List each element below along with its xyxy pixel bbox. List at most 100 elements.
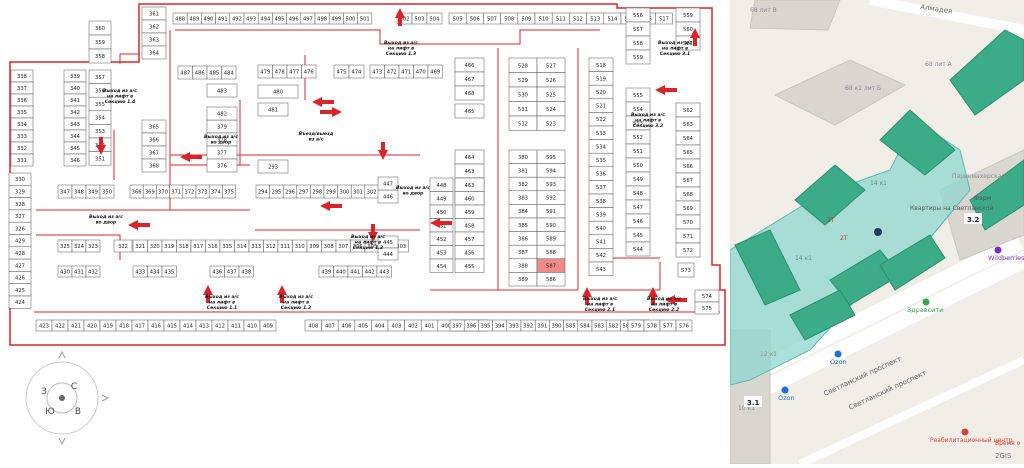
parking-spot[interactable]: 337 [10,81,34,95]
parking-spot[interactable]: 453 [429,245,454,260]
parking-spot[interactable]: 315 [219,239,235,253]
parking-spot[interactable]: 345 [63,141,87,155]
parking-spot[interactable]: 501 [357,12,373,25]
parking-spot[interactable]: 365 [141,119,167,134]
parking-spot[interactable]: 299 [323,184,338,199]
parking-spot[interactable]: 540 [588,220,614,236]
parking-spot[interactable]: 494 [257,12,273,25]
parking-spot[interactable]: 528 [508,57,538,73]
parking-spot[interactable]: 545 [625,227,651,243]
parking-spot[interactable]: 485 [206,65,222,80]
parking-spot[interactable]: 467 [454,71,485,87]
parking-spot[interactable]: 566 [675,158,701,174]
wildberries-icon[interactable] [994,246,1002,254]
city-map[interactable]: Алмадея Светланский проспект Светланский… [722,0,1024,468]
parking-spot[interactable]: 497 [300,12,316,25]
parking-spot[interactable]: 483 [206,83,238,98]
parking-spot[interactable]: 573 [677,262,695,278]
parking-spot[interactable]: 518 [588,57,614,72]
parking-spot[interactable]: 586 [536,272,566,287]
parking-spot[interactable]: 510 [534,12,553,25]
pharmacy-icon[interactable] [922,298,930,306]
parking-spot[interactable]: 530 [508,86,538,102]
parking-spot[interactable]: 443 [376,265,392,278]
parking-spot[interactable]: 577 [659,319,677,332]
parking-spot[interactable]: 505 [448,12,467,25]
parking-spot[interactable]: 585 [563,319,579,332]
parking-spot[interactable]: 570 [675,214,701,230]
parking-spot[interactable]: 403 [387,319,405,332]
parking-spot[interactable]: 527 [536,57,566,73]
parking-spot[interactable]: 578 [643,319,661,332]
parking-spot[interactable]: 371 [169,184,184,199]
parking-spot[interactable]: 307 [335,239,351,253]
parking-spot[interactable]: 297 [296,184,311,199]
parking-spot[interactable]: 375 [222,184,236,199]
parking-spot[interactable]: 389 [508,272,538,287]
parking-spot[interactable]: 404 [371,319,389,332]
poi-label[interactable]: Wildberries [988,254,1024,262]
parking-spot[interactable]: 584 [577,319,593,332]
parking-spot[interactable]: 322 [113,239,133,253]
location-pin-icon[interactable] [874,228,882,236]
parking-spot[interactable]: 423 [35,319,53,332]
parking-spot[interactable]: 360 [88,20,112,36]
parking-spot[interactable]: 364 [141,45,167,60]
parking-spot[interactable]: 433 [132,265,148,278]
parking-spot[interactable]: 394 [492,319,508,332]
parking-spot[interactable]: 293 [257,159,289,174]
parking-spot[interactable]: 499 [328,12,344,25]
complex-building[interactable] [879,234,946,291]
parking-spot[interactable]: 344 [63,129,87,143]
parking-spot[interactable]: 539 [588,207,614,222]
parking-spot[interactable]: 542 [588,248,614,263]
parking-spot[interactable]: 369 [142,184,157,199]
parking-spot[interactable]: 416 [147,319,165,332]
parking-spot[interactable]: 468 [454,85,485,101]
parking-spot[interactable]: 374 [208,184,223,199]
parking-spot[interactable]: 311 [277,239,293,253]
parking-spot[interactable]: 513 [586,12,605,25]
parking-spot[interactable]: 583 [591,319,607,332]
parking-spot[interactable]: 381 [508,163,538,178]
parking-spot[interactable]: 495 [272,12,287,25]
parking-spot[interactable]: 426 [8,271,32,284]
parking-spot[interactable]: 452 [429,231,454,246]
parking-spot[interactable]: 377 [206,145,238,160]
parking-spot[interactable]: 379 [206,119,238,134]
parking-spot[interactable]: 556 [625,7,651,23]
parking-spot[interactable]: 463 [454,177,485,192]
parking-spot[interactable]: 354 [88,110,112,125]
parking-spot[interactable]: 509 [517,12,536,25]
parking-spot[interactable]: 548 [625,185,651,201]
parking-spot[interactable]: 302 [364,184,379,199]
parking-spot[interactable]: 342 [63,105,87,119]
parking-spot[interactable]: 477 [286,64,302,79]
parking-spot[interactable]: 484 [221,65,237,80]
complex-building[interactable] [879,109,956,176]
poi-label[interactable]: Квартиры на Светланской [910,205,994,212]
parking-spot[interactable]: 323 [85,239,101,253]
parking-spot[interactable]: 306 [350,239,366,253]
parking-spot[interactable]: 411 [227,319,245,332]
parking-spot[interactable]: 522 [588,112,614,127]
parking-spot[interactable]: 405 [354,319,372,332]
parking-spot[interactable]: 319 [161,239,177,253]
parking-spot[interactable]: 417 [131,319,149,332]
parking-spot[interactable]: 358 [88,48,112,64]
parking-spot[interactable]: 384 [508,204,538,219]
ozon-icon[interactable] [834,350,842,358]
parking-spot[interactable]: 406 [337,319,356,332]
parking-spot[interactable]: 392 [520,319,536,332]
parking-spot[interactable]: 408 [304,319,322,332]
parking-spot[interactable]: 451 [429,218,454,233]
parking-spot[interactable]: 380 [508,149,538,164]
parking-spot[interactable]: 537 [588,180,614,195]
parking-spot[interactable]: 373 [195,184,210,199]
parking-spot[interactable]: 543 [588,261,614,276]
parking-spot[interactable]: 332 [10,141,34,155]
parking-spot[interactable]: 490 [201,12,216,25]
parking-spot[interactable]: 591 [536,204,566,219]
parking-spot[interactable]: 310 [292,239,308,253]
parking-spot[interactable]: 366 [141,132,167,147]
